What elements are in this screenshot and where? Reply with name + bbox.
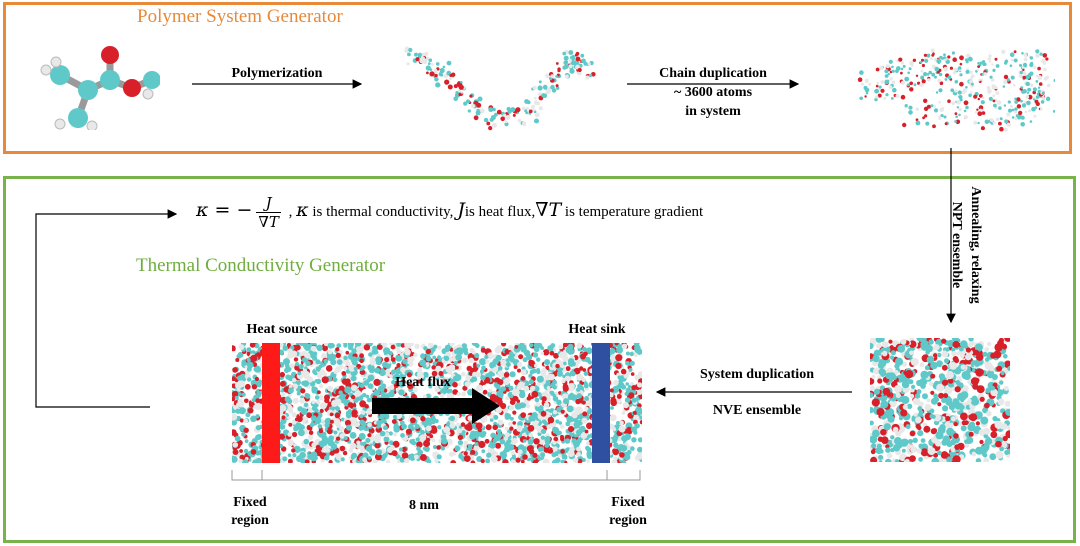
formula-denominator: ∇T — [258, 213, 279, 231]
annealing-line1: Annealing, relaxing — [968, 186, 983, 304]
region-bracket — [231, 470, 641, 481]
chain-duplication-line3: in system — [685, 104, 741, 119]
formula-gradt-desc: is temperature gradient — [561, 203, 704, 220]
fixed-right-line2: region — [609, 513, 647, 528]
formula-lhs: κ = − — [196, 198, 253, 221]
heat-sink-bar — [592, 343, 610, 463]
annealing-label: Annealing, relaxing NPT ensemble — [947, 145, 985, 345]
thermal-conductivity-generator-panel — [3, 176, 1076, 543]
formula-j: J — [457, 198, 465, 221]
duplicated-chains-image — [857, 48, 1055, 132]
heat-source-label: Heat source — [246, 322, 318, 337]
feedback-arrow — [35, 209, 178, 408]
fixed-region-left: Fixed region — [222, 494, 278, 530]
polymer-system-generator-panel — [3, 2, 1072, 154]
chain-duplication-line2: ~ 3600 atoms — [673, 85, 753, 100]
heat-sink-label: Heat sink — [568, 322, 626, 337]
polymer-chain-image — [404, 46, 596, 131]
length-label: 8 nm — [409, 498, 439, 513]
heat-source-bar — [262, 343, 280, 463]
heat-flux-arrow — [372, 388, 500, 424]
formula-numerator: J — [256, 194, 281, 213]
thermal-conductivity-formula: κ = −J∇T , κ is thermal conductivity, Ji… — [196, 194, 703, 231]
fixed-left-line1: Fixed — [233, 495, 267, 510]
formula-j-desc: is heat flux, — [464, 203, 536, 220]
chain-duplication-label: Chain duplication ~ 3600 atoms in system — [627, 64, 799, 121]
fixed-right-line1: Fixed — [611, 495, 645, 510]
heat-flux-label: Heat flux — [395, 375, 451, 390]
formula-sep: , — [284, 203, 297, 220]
chain-duplication-line1: Chain duplication — [659, 66, 767, 81]
formula-fraction: J∇T — [256, 194, 281, 231]
fixed-region-right: Fixed region — [600, 494, 656, 530]
formula-kappa-desc: is thermal conductivity, — [308, 203, 458, 220]
polymer-bulk-image — [870, 338, 1010, 462]
annealing-line2: NPT ensemble — [949, 201, 964, 289]
nve-ensemble-label: NVE ensemble — [712, 403, 802, 418]
formula-kappa: κ — [296, 198, 309, 221]
thermal-generator-title: Thermal Conductivity Generator — [136, 255, 386, 276]
polymerization-label: Polymerization — [231, 66, 323, 81]
monomer-molecule-image — [40, 46, 160, 130]
simulation-slab-image — [232, 343, 642, 463]
fixed-left-line2: region — [231, 513, 269, 528]
system-duplication-label: System duplication — [700, 367, 814, 382]
polymer-generator-title: Polymer System Generator — [137, 6, 343, 27]
formula-gradt: ∇T — [535, 198, 562, 221]
